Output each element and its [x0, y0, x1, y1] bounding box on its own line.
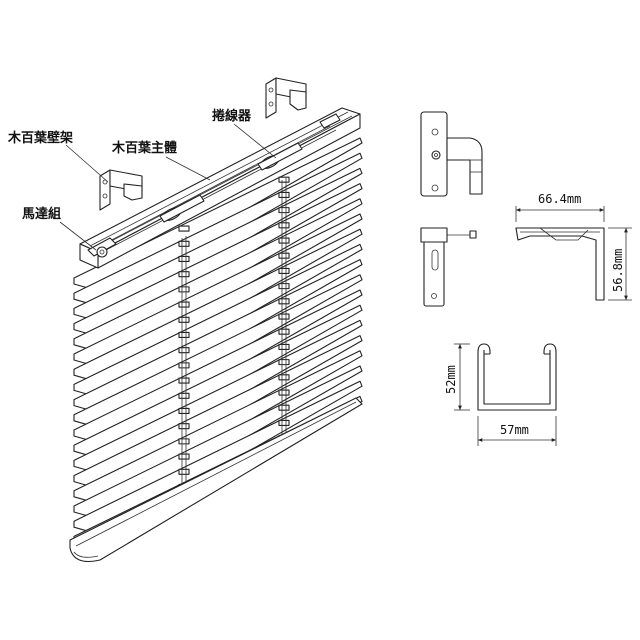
ladder-clip: [178, 255, 190, 263]
ladder-clip: [278, 404, 290, 411]
ladder-clip: [178, 423, 190, 430]
rail-bracket: [265, 77, 307, 119]
labels: 木百葉壁架 木百葉主體 捲線器 馬達組: [7, 108, 277, 251]
label-blind-body: 木百葉主體: [111, 140, 177, 156]
ladder-clip: [278, 267, 290, 274]
winder-units: [159, 113, 341, 223]
dim-bracket-height: 56.8mm: [611, 249, 625, 292]
leader-winder: [233, 123, 277, 159]
ladder-clip: [178, 438, 190, 445]
ladder-clip: [178, 392, 190, 399]
label-wall-bracket: 木百葉壁架: [7, 130, 73, 146]
ladder-clip: [278, 328, 290, 335]
ladder-clip: [278, 191, 290, 198]
motor-unit: [87, 237, 117, 258]
bottom-rail: [69, 397, 363, 563]
ladder-clip: [178, 271, 190, 278]
ladder-clip: [278, 252, 290, 259]
label-winder: 捲線器: [212, 108, 252, 124]
ladder-clip: [178, 362, 190, 369]
ladder-clip: [278, 374, 290, 381]
ladder-clip: [178, 407, 190, 415]
ladder-cords: [181, 178, 287, 500]
ladder-clip: [278, 207, 290, 214]
ladder-clip: [178, 453, 190, 460]
ladder-clip: [278, 359, 290, 366]
ladder-clip: [178, 286, 190, 293]
ladder-clip: [278, 176, 290, 183]
bracket-front-view: [420, 111, 483, 197]
leader-wall-bracket: [65, 144, 109, 183]
ladder-clip: [178, 316, 190, 323]
ladder-clip: [278, 389, 290, 396]
dim-bracket-width: 66.4mm: [538, 192, 581, 206]
rail-channel-view: 52mm 57mm: [444, 343, 557, 446]
ladder-clip: [178, 347, 190, 354]
bracket-side-view: [420, 227, 477, 307]
leader-blind-body: [165, 156, 211, 181]
slat-stack: [73, 137, 363, 551]
label-motor: 馬達組: [22, 206, 61, 222]
dim-rail-height: 52mm: [444, 365, 458, 394]
ladder-clip: [278, 313, 290, 320]
ladder-clip: [278, 222, 290, 229]
leader-motor: [59, 221, 97, 251]
ladder-clip: [278, 237, 290, 244]
ladder-clip: [178, 225, 190, 232]
wall-bracket-part: [99, 169, 143, 211]
ladder-clip: [278, 298, 290, 305]
ladder-clip: [278, 419, 290, 426]
ladder-clip: [278, 283, 290, 290]
dim-rail-width: 57mm: [500, 423, 529, 437]
blind-assembly: [69, 77, 363, 563]
ladder-clip: [178, 331, 190, 339]
ladder-clip: [178, 240, 190, 247]
ladder-clip: [278, 343, 290, 350]
bracket-profile-view: 66.4mm 56.8mm: [515, 192, 632, 301]
ladder-clip: [178, 468, 190, 475]
ladder-clip: [178, 377, 190, 384]
ladder-clip: [178, 301, 190, 308]
